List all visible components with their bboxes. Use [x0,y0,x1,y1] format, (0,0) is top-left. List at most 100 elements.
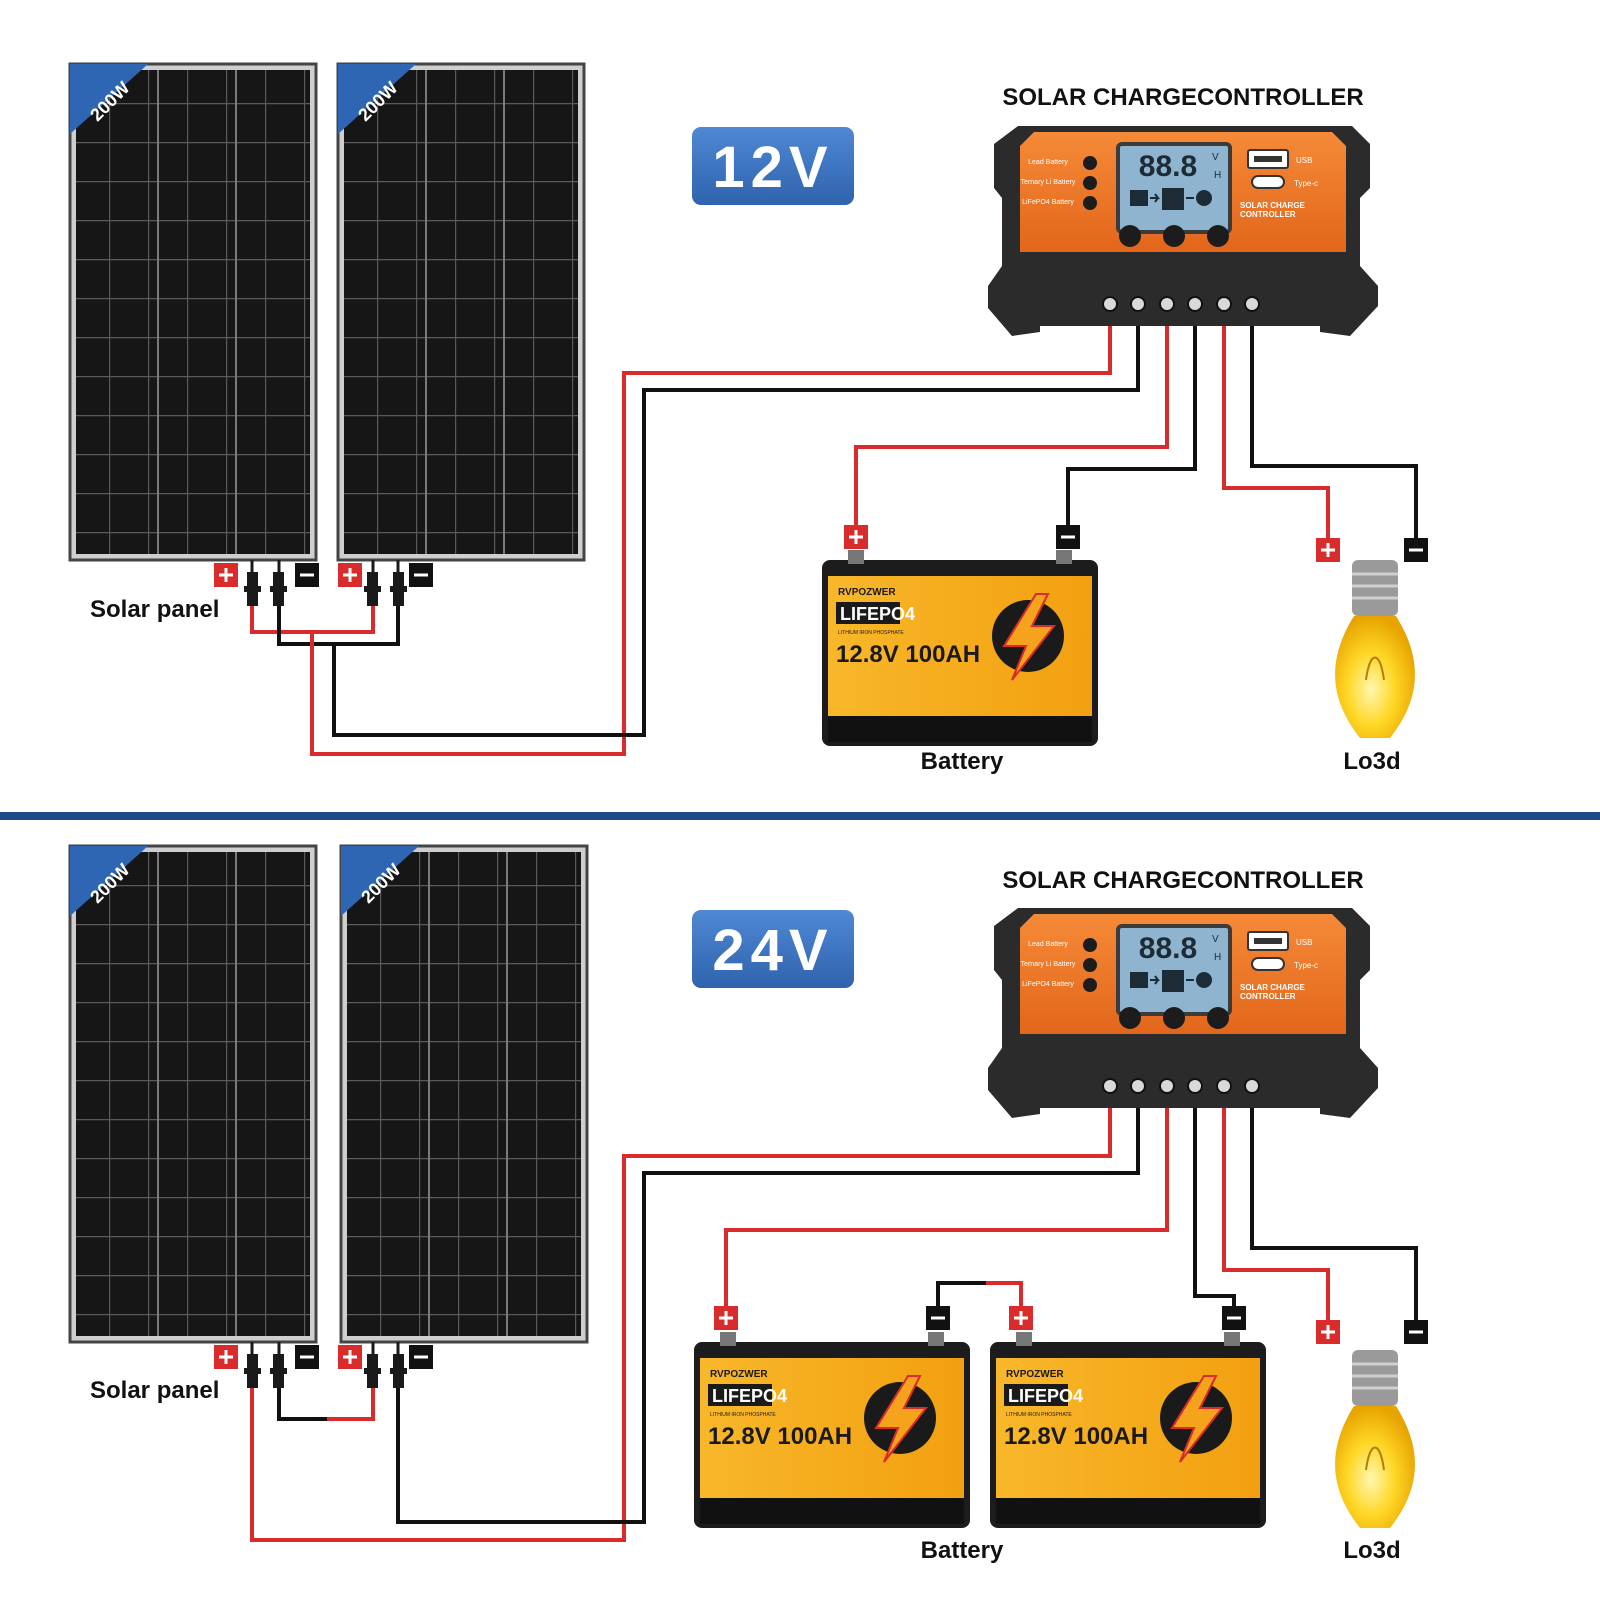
solar-charge-controller: Lead Battery Ternary Li Battery LiFePO4 … [988,908,1378,1118]
wire-negative [1250,1108,1418,1320]
battery-type-indicator: Lead Battery Ternary Li Battery LiFePO4 … [1021,156,1097,210]
minus-terminal-icon [1222,1306,1246,1330]
battery-label: Battery [921,748,1004,775]
battery-type-label: LiFePO4 Battery [1022,199,1074,206]
light-bulb-icon [1335,560,1415,738]
wire-negative [396,1108,1140,1524]
lcd-unit: V [1212,152,1219,163]
battery-chemistry-sub: LITHIUM IRON PHOSPHATE [710,1412,776,1418]
plus-terminal-icon [1316,538,1340,562]
wiring-24v [250,1108,1418,1542]
lcd-status-icons [1130,188,1212,210]
wire-negative [1066,326,1197,525]
minus-terminal-icon [409,1345,433,1369]
plus-terminal-icon [338,563,362,587]
lightning-bolt-icon [992,593,1064,681]
plus-terminal-icon [214,563,238,587]
battery-chemistry: LIFEPO4 [712,1386,787,1406]
control-button [1163,225,1185,247]
controller-brand: SOLAR CHARGE [1240,983,1306,992]
load-label: Lo3d [1343,748,1400,775]
load-label: Lo3d [1343,1537,1400,1564]
solar-panel: 200W [339,844,589,1344]
wire-positive [1222,326,1330,538]
battery-rating: 12.8V 100AH [708,1423,852,1450]
mc4-connector [244,1342,407,1388]
usb-label: USB [1296,938,1312,947]
type-c-port [1251,957,1285,971]
battery-brand: RVPOZWER [838,587,896,598]
minus-terminal-icon [1404,538,1428,562]
wire-negative [332,326,1140,737]
section-12v: 200W 200W Solar panel 12V SOLAR [68,62,1428,775]
control-button [1163,1007,1185,1029]
type-c-port [1251,175,1285,189]
voltage-badge: 12V [692,127,854,205]
wire-negative [936,1281,986,1306]
battery-label: Battery [921,1537,1004,1564]
plus-terminal-icon [1316,1320,1340,1344]
plus-terminal-icon [844,525,868,549]
battery-type-label: Ternary Li Battery [1021,961,1076,968]
battery-type-label: Lead Battery [1028,941,1068,948]
terminal-block [1102,1078,1260,1094]
wire-positive [327,1388,375,1421]
wire-positive [1222,1108,1330,1320]
plus-terminal-icon [714,1306,738,1330]
battery-chemistry: LIFEPO4 [840,604,915,624]
section-divider [0,812,1600,820]
minus-terminal-icon [409,563,433,587]
battery-chemistry-sub: LITHIUM IRON PHOSPHATE [838,630,904,636]
lcd-unit: V [1212,934,1219,945]
wiring-12v [250,326,1418,756]
solar-panel-label: Solar panel [90,1377,219,1404]
controller-brand: CONTROLLER [1240,210,1296,219]
battery: RVPOZWER LIFEPO4 LITHIUM IRON PHOSPHATE … [990,1332,1266,1528]
type-c-label: Type-c [1294,179,1318,188]
lightning-bolt-icon [1160,1375,1232,1463]
lcd-digits: 88.8 [1139,150,1197,183]
solar-panel: 200W [68,844,318,1344]
wire-positive [250,1108,1112,1542]
wire-positive [854,326,1169,525]
control-button [1207,225,1229,247]
mc4-connector [244,560,407,606]
battery-brand: RVPOZWER [710,1369,768,1380]
lcd-unit: H [1214,952,1221,963]
wire-positive [724,1108,1169,1306]
lightning-bolt-icon [864,1375,936,1463]
minus-terminal-icon [1404,1320,1428,1344]
minus-terminal-icon [926,1306,950,1330]
minus-terminal-icon [1056,525,1080,549]
battery-type-indicator: Lead Battery Ternary Li Battery LiFePO4 … [1021,938,1097,992]
terminal-block [1102,296,1260,312]
controller-title: SOLAR CHARGECONTROLLER [1002,84,1363,111]
usb-label: USB [1296,156,1312,165]
wire-positive [250,606,375,634]
battery-type-label: Lead Battery [1028,159,1068,166]
solar-charge-controller: Lead Battery Ternary Li Battery LiFePO4 … [988,126,1378,336]
controller-title: SOLAR CHARGECONTROLLER [1002,867,1363,894]
minus-terminal-icon [295,563,319,587]
minus-terminal-icon [295,1345,319,1369]
battery-brand: RVPOZWER [1006,1369,1064,1380]
battery-type-label: LiFePO4 Battery [1022,981,1074,988]
battery-chemistry-sub: LITHIUM IRON PHOSPHATE [1006,1412,1072,1418]
battery-rating: 12.8V 100AH [1004,1423,1148,1450]
control-button [1119,225,1141,247]
light-bulb-icon [1335,1350,1415,1528]
solar-panel: 200W [336,62,586,562]
plus-terminal-icon [1009,1306,1033,1330]
wire-negative [1193,1108,1236,1306]
wire-negative [1250,326,1418,538]
voltage-label: 24V [712,918,833,983]
battery-chemistry: LIFEPO4 [1008,1386,1083,1406]
section-24v: 200W 200W Solar panel 24V SOLAR CHARGECO… [68,844,1428,1564]
battery-rating: 12.8V 100AH [836,641,980,668]
battery: RVPOZWER LIFEPO4 LITHIUM IRON PHOSPHATE … [694,1332,970,1528]
control-button [1207,1007,1229,1029]
voltage-badge: 24V [692,910,854,988]
wire-positive [986,1281,1023,1306]
battery-type-label: Ternary Li Battery [1021,179,1076,186]
